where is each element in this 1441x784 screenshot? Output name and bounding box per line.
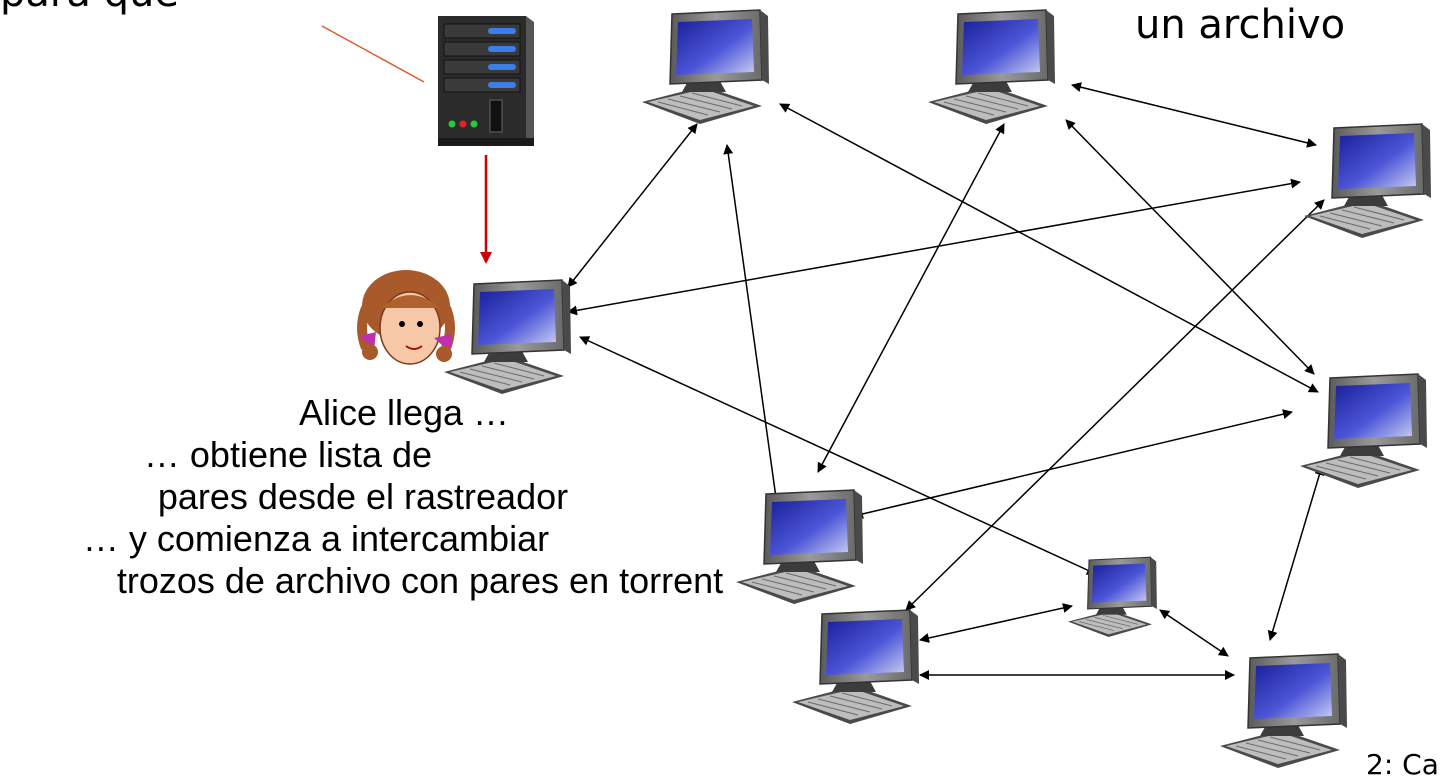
title-fragment: un archivo bbox=[1135, 2, 1346, 48]
link-7 bbox=[1071, 82, 1317, 148]
caption-line: … obtiene lista de bbox=[143, 434, 433, 475]
link-13 bbox=[1159, 609, 1229, 657]
computer-icon bbox=[927, 9, 1056, 125]
link-11 bbox=[1267, 465, 1325, 641]
link-10 bbox=[853, 409, 1293, 519]
computer-icon bbox=[1219, 653, 1348, 769]
alice-icon bbox=[357, 270, 455, 365]
link-12 bbox=[919, 603, 1073, 643]
alice-caption: Alice llega … … obtiene lista de pares d… bbox=[0, 392, 840, 602]
caption-line: pares desde el rastreador bbox=[157, 476, 569, 517]
link-1 bbox=[567, 123, 698, 288]
top-text-fragment: para que bbox=[0, 0, 179, 16]
caption-line: Alice llega … bbox=[298, 392, 510, 433]
tracker-pointer-line bbox=[321, 25, 425, 83]
caption-line: trozos de archivo con pares en torrent bbox=[116, 560, 724, 601]
computer-icon bbox=[791, 609, 920, 725]
computer-icon bbox=[641, 9, 770, 125]
computer-icon bbox=[443, 279, 572, 395]
link-9 bbox=[905, 199, 1325, 611]
link-5 bbox=[779, 103, 1319, 393]
caption-line: … y comienza a intercambiar bbox=[82, 518, 550, 559]
slide-footer: 2: Ca bbox=[1366, 748, 1439, 781]
link-4 bbox=[723, 144, 781, 506]
link-6 bbox=[817, 123, 1005, 473]
computer-icon bbox=[1299, 373, 1428, 489]
computer-icon bbox=[1067, 556, 1158, 638]
computer-icon bbox=[1303, 123, 1432, 239]
tracker-server-icon bbox=[438, 16, 534, 146]
